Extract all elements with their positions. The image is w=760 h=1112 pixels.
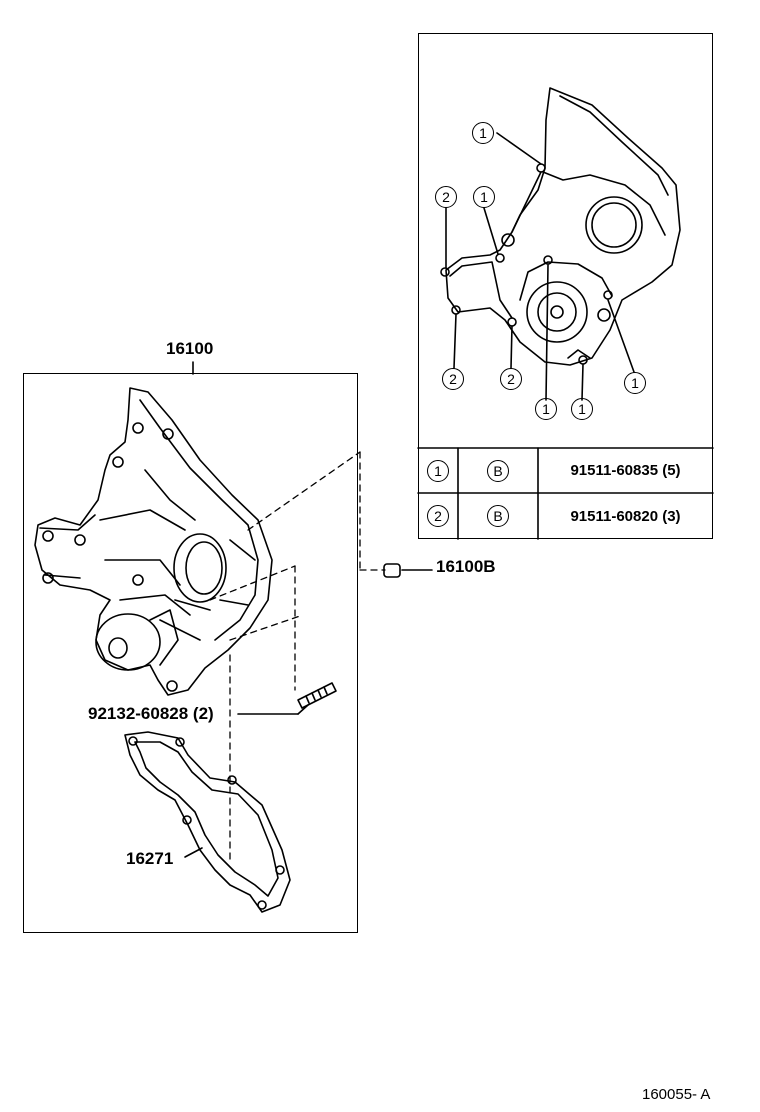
table-row-1-ref: 1 — [418, 448, 458, 493]
gasket-part — [124, 731, 291, 913]
callout-bolt-2-a: 2 — [435, 186, 457, 208]
table-row-2-part: 91511-60820 (3) — [570, 507, 681, 525]
assembly-frame — [23, 373, 358, 933]
gasket-part-number: 16271 — [126, 849, 174, 868]
stud-part-number: 92132-60828 (2) — [88, 704, 214, 723]
callout-bolt-2-b: 2 — [442, 368, 464, 390]
water-pump-housing — [34, 387, 273, 696]
callout-bolt-1-a: 1 — [472, 122, 494, 144]
table-row-1-part: 91511-60835 (5) — [570, 462, 681, 479]
plug-part-number: 16100B — [436, 557, 496, 576]
callout-bolt-1-b: 1 — [473, 186, 495, 208]
callout-bolt-2-c: 2 — [500, 368, 522, 390]
plug-part — [383, 563, 401, 578]
table-row-1-type: B — [458, 448, 538, 493]
assembly-part-number: 16100 — [166, 339, 214, 358]
table-row-2-ref: 2 — [418, 493, 458, 539]
callout-bolt-1-c: 1 — [624, 372, 646, 394]
callout-bolt-1-e: 1 — [571, 398, 593, 420]
callout-bolt-1-d: 1 — [535, 398, 557, 420]
figure-code: 160055- A — [642, 1086, 711, 1103]
table-row-2-type: B — [458, 493, 538, 539]
bolt-location-frame — [418, 33, 713, 539]
stud-part — [297, 682, 337, 709]
